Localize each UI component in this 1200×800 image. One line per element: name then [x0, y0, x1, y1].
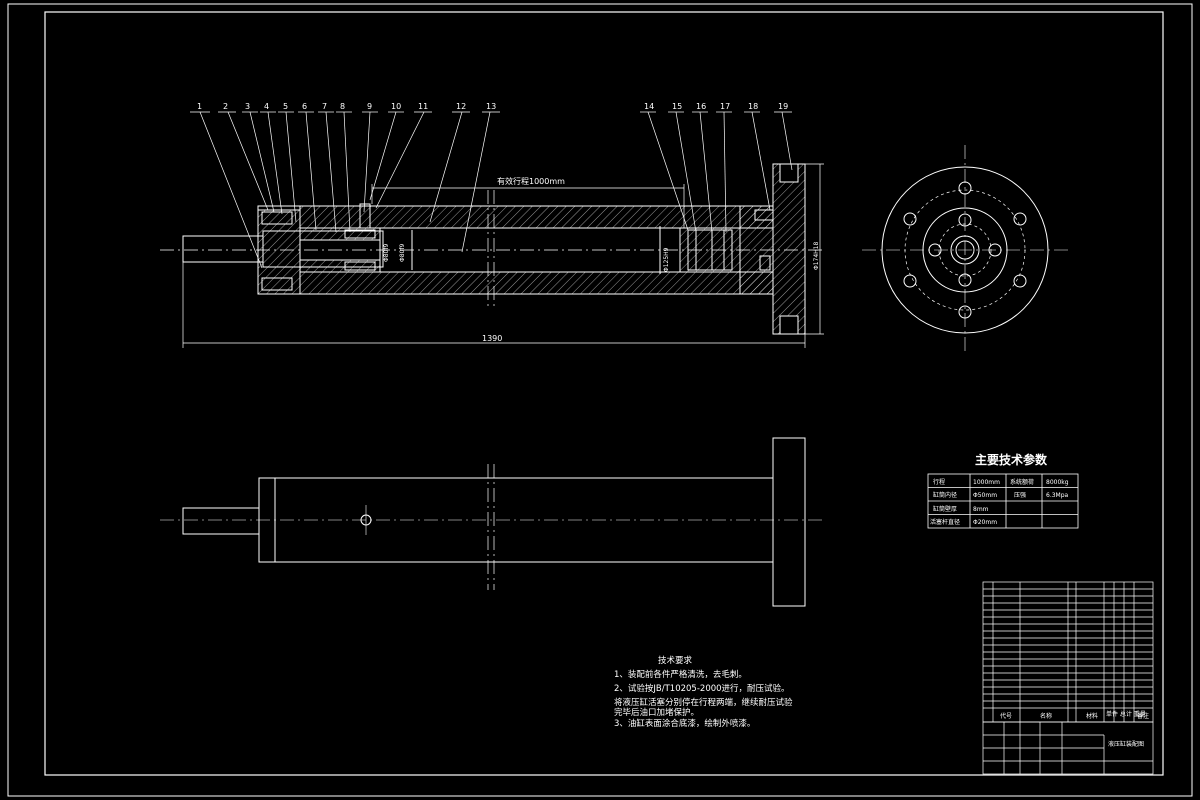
part-number: 19 — [778, 102, 788, 111]
svg-text:Φ50mm: Φ50mm — [973, 492, 997, 499]
stroke-dimension-label: 有效行程1000mm — [497, 176, 565, 186]
svg-text:行程: 行程 — [933, 478, 945, 486]
external-view — [160, 437, 825, 607]
params-table — [927, 473, 1079, 529]
part-number: 7 — [322, 102, 327, 111]
svg-text:压强: 压强 — [1014, 492, 1026, 499]
svg-text:6.3Mpa: 6.3Mpa — [1046, 492, 1069, 499]
rod-diameter-label-2: Φ80f9 — [399, 244, 406, 262]
part-number: 16 — [696, 102, 706, 111]
svg-text:系统额荷: 系统额荷 — [1010, 478, 1034, 486]
overall-length-label: 1390 — [482, 334, 502, 343]
part-number: 1 — [197, 102, 202, 111]
svg-text:将液压缸活塞分别停在行程两端，继续耐压试验: 将液压缸活塞分别停在行程两端，继续耐压试验 — [614, 697, 793, 708]
part-number-labels: 1 2 3 4 5 6 7 8 9 10 11 12 13 14 15 16 1… — [197, 102, 788, 111]
end-view — [862, 145, 1068, 355]
svg-text:完毕后油口加堵保护。: 完毕后油口加堵保护。 — [614, 707, 699, 718]
tech-title: 技术要求 — [658, 655, 693, 666]
part-number: 14 — [644, 102, 654, 111]
params-cells: 行程 1000mm 系统额荷 8000kg 缸筒内径 Φ50mm 压强 6.3M… — [930, 478, 1069, 526]
dimensions — [182, 163, 824, 348]
svg-text:代号: 代号 — [1000, 712, 1012, 720]
bom-header: 代号 名称 材料 单件 总计 重量 备注 液压缸装配图 — [1000, 710, 1149, 748]
part-number: 18 — [748, 102, 758, 111]
svg-text:活塞杆直径: 活塞杆直径 — [930, 518, 960, 526]
bore-diameter-label: Φ125H9 — [663, 247, 670, 272]
drawing-frame — [7, 3, 1193, 797]
svg-text:2、试验按JB/T10205-2000进行，耐压试验。: 2、试验按JB/T10205-2000进行，耐压试验。 — [614, 683, 790, 694]
part-number: 12 — [456, 102, 466, 111]
part-number: 9 — [367, 102, 372, 111]
part-number: 4 — [264, 102, 269, 111]
svg-text:材料: 材料 — [1086, 712, 1098, 720]
bom-table — [982, 581, 1154, 775]
part-number: 13 — [486, 102, 496, 111]
svg-text:名称: 名称 — [1040, 712, 1052, 720]
part-number: 11 — [418, 102, 428, 111]
part-number: 2 — [223, 102, 228, 111]
params-title: 主要技术参数 — [975, 452, 1048, 467]
part-number: 3 — [245, 102, 250, 111]
part-number: 17 — [720, 102, 730, 111]
svg-text:8mm: 8mm — [973, 506, 989, 513]
svg-text:8000kg: 8000kg — [1046, 479, 1069, 486]
part-number: 10 — [391, 102, 401, 111]
part-number: 5 — [283, 102, 288, 111]
svg-text:备注: 备注 — [1137, 712, 1149, 720]
svg-text:单件 总计 重量: 单件 总计 重量 — [1106, 710, 1146, 718]
tech-requirements: 技术要求 1、装配前各件严格清洗，去毛刺。 2、试验按JB/T10205-200… — [614, 655, 793, 729]
outer-diameter-label: Φ174H18 — [813, 241, 820, 270]
svg-text:1000mm: 1000mm — [973, 479, 1000, 486]
svg-text:缸筒壁厚: 缸筒壁厚 — [933, 505, 957, 513]
svg-text:Φ20mm: Φ20mm — [973, 519, 997, 526]
rod-diameter-label: Φ80f9 — [383, 244, 390, 262]
svg-text:3、油缸表面涂合底漆，绘制外喷漆。: 3、油缸表面涂合底漆，绘制外喷漆。 — [614, 718, 755, 729]
part-number: 6 — [302, 102, 307, 111]
svg-text:1、装配前各件严格清洗，去毛刺。: 1、装配前各件严格清洗，去毛刺。 — [614, 669, 747, 680]
part-number: 15 — [672, 102, 682, 111]
section-view — [160, 163, 825, 335]
part-number: 8 — [340, 102, 345, 111]
svg-text:缸筒内径: 缸筒内径 — [933, 491, 957, 499]
drawing-name: 液压缸装配图 — [1108, 740, 1144, 748]
leader-lines — [190, 111, 793, 269]
